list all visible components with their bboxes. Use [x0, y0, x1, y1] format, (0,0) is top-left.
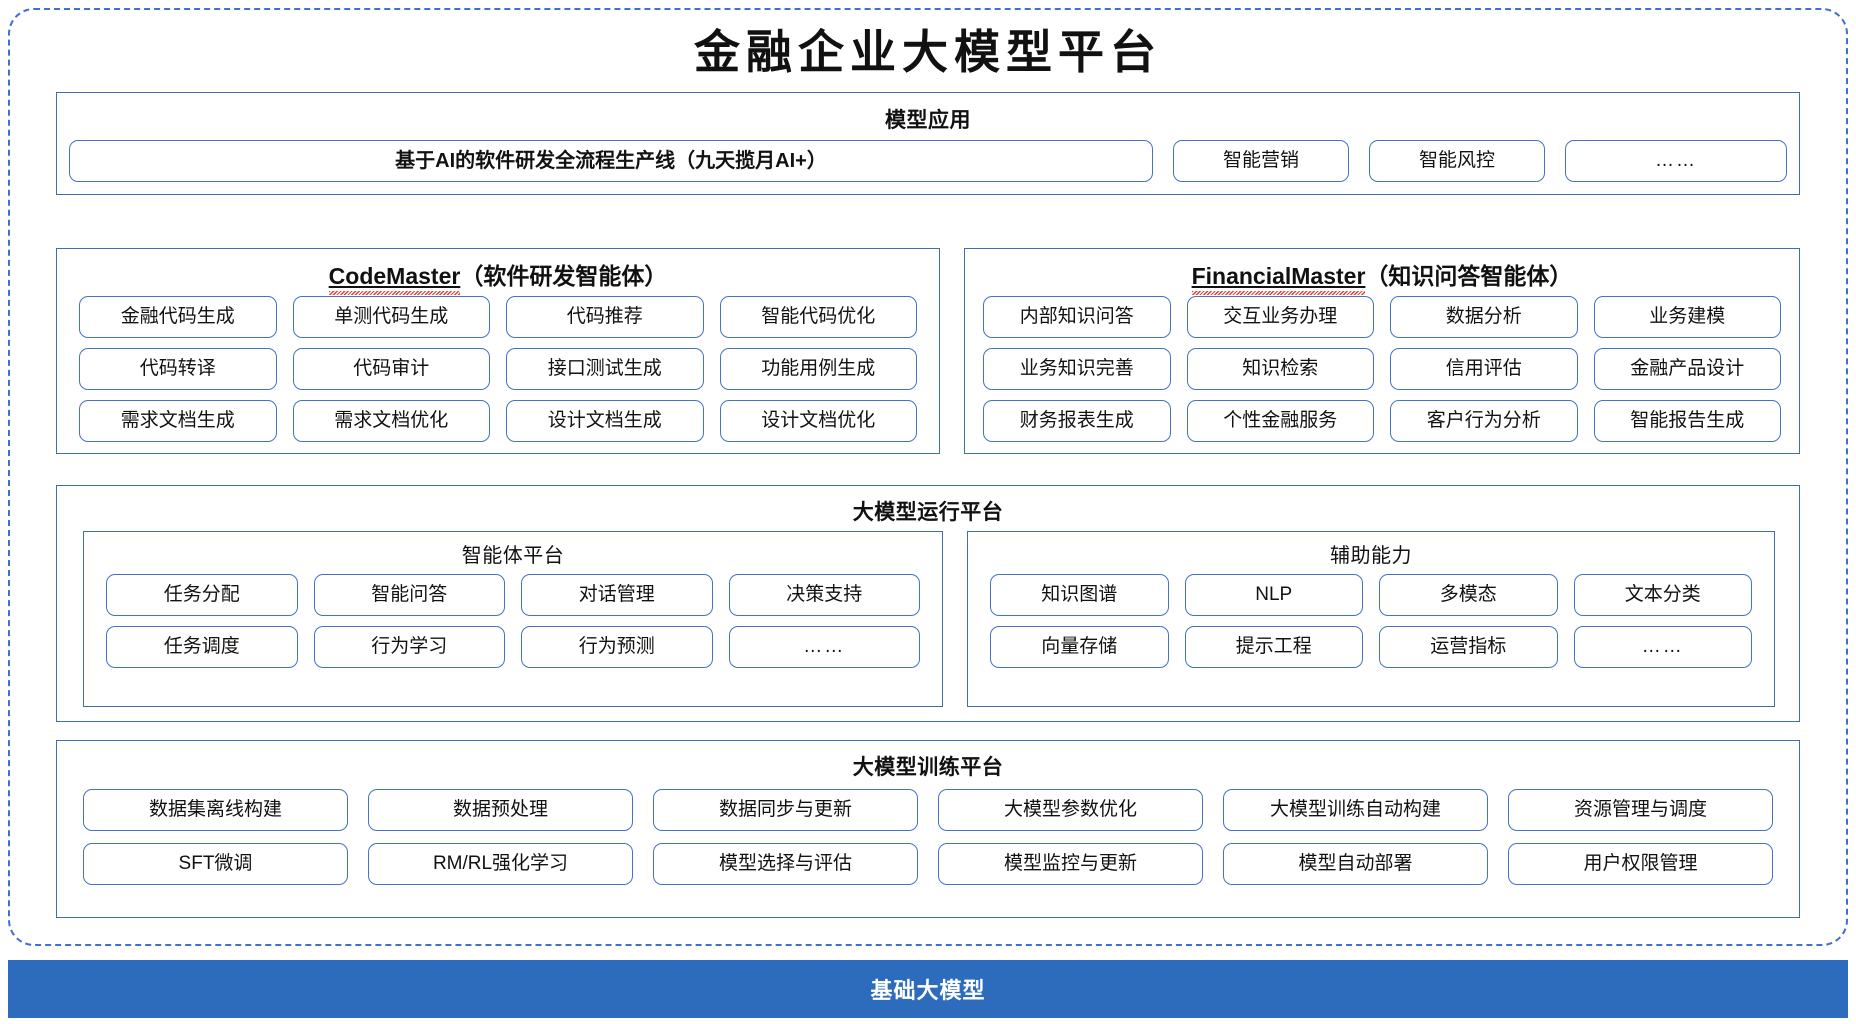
chip-training-item[interactable]: 模型选择与评估 — [653, 843, 918, 885]
chip-auxiliary-item[interactable]: 提示工程 — [1184, 626, 1363, 668]
panel-financialmaster-title: FinancialMaster（知识问答智能体） — [965, 257, 1799, 295]
chip-training-item[interactable]: 模型监控与更新 — [938, 843, 1203, 885]
panel-training-platform-title: 大模型训练平台 — [852, 756, 1004, 779]
chip-auxiliary-item[interactable]: 知识图谱 — [990, 574, 1169, 616]
model-application-row: 基于AI的软件研发全流程生产线（九天揽月AI+） 智能营销 智能风控 …… — [69, 140, 1787, 182]
chip-financialmaster-item[interactable]: 知识检索 — [1186, 348, 1374, 390]
subpanel-auxiliary-capability: 辅助能力 知识图谱 NLP 多模态 文本分类 向量存储 提示工程 运营指标 …… — [967, 531, 1775, 707]
chip-codemaster-item[interactable]: 功能用例生成 — [719, 348, 917, 390]
panel-model-application: 模型应用 基于AI的软件研发全流程生产线（九天揽月AI+） 智能营销 智能风控 … — [56, 92, 1800, 195]
panel-training-platform: 大模型训练平台 数据集离线构建 数据预处理 数据同步与更新 大模型参数优化 大模… — [56, 740, 1800, 918]
chip-financialmaster-item[interactable]: 个性金融服务 — [1186, 400, 1374, 442]
subpanel-agent-platform-title: 智能体平台 — [461, 545, 565, 567]
chip-smart-marketing[interactable]: 智能营销 — [1173, 140, 1349, 182]
chip-training-item[interactable]: SFT微调 — [83, 843, 348, 885]
base-model-label: 基础大模型 — [870, 978, 986, 1003]
chip-model-application-more[interactable]: …… — [1565, 140, 1787, 182]
chip-agent-platform-item[interactable]: 行为预测 — [521, 626, 713, 668]
chip-training-item[interactable]: RM/RL强化学习 — [368, 843, 633, 885]
chip-auxiliary-more[interactable]: …… — [1573, 626, 1752, 668]
chip-codemaster-item[interactable]: 代码审计 — [292, 348, 490, 390]
page-title: 金融企业大模型平台 — [694, 27, 1162, 78]
chip-training-item[interactable]: 模型自动部署 — [1223, 843, 1488, 885]
chip-training-item[interactable]: 数据同步与更新 — [653, 789, 918, 831]
panel-runtime-platform-title: 大模型运行平台 — [852, 501, 1004, 524]
chip-auxiliary-item[interactable]: 多模态 — [1379, 574, 1558, 616]
chip-codemaster-item[interactable]: 代码转译 — [79, 348, 277, 390]
chip-codemaster-item[interactable]: 金融代码生成 — [79, 296, 277, 338]
panel-codemaster: CodeMaster（软件研发智能体） 金融代码生成 单测代码生成 代码推荐 智… — [56, 248, 940, 454]
base-model-band: 基础大模型 — [8, 960, 1848, 1018]
chip-smart-risk-control[interactable]: 智能风控 — [1369, 140, 1545, 182]
chip-agent-platform-more[interactable]: …… — [728, 626, 920, 668]
chip-training-item[interactable]: 资源管理与调度 — [1508, 789, 1773, 831]
subpanel-agent-platform: 智能体平台 任务分配 智能问答 对话管理 决策支持 任务调度 行为学习 行为预测… — [83, 531, 943, 707]
financialmaster-items-grid: 内部知识问答 交互业务办理 数据分析 业务建模 业务知识完善 知识检索 信用评估… — [983, 296, 1781, 442]
chip-agent-platform-item[interactable]: 对话管理 — [521, 574, 713, 616]
chip-auxiliary-item[interactable]: 文本分类 — [1573, 574, 1752, 616]
chip-codemaster-item[interactable]: 接口测试生成 — [506, 348, 704, 390]
financialmaster-name-cn: （知识问答智能体） — [1365, 263, 1573, 289]
chip-financialmaster-item[interactable]: 信用评估 — [1390, 348, 1578, 390]
chip-financialmaster-item[interactable]: 智能报告生成 — [1593, 400, 1781, 442]
chip-codemaster-item[interactable]: 智能代码优化 — [719, 296, 917, 338]
panel-codemaster-title: CodeMaster（软件研发智能体） — [57, 257, 939, 295]
chip-agent-platform-item[interactable]: 决策支持 — [728, 574, 920, 616]
outer-dashed-frame — [8, 8, 1848, 946]
chip-financialmaster-item[interactable]: 数据分析 — [1390, 296, 1578, 338]
financialmaster-name-en: FinancialMaster — [1191, 263, 1366, 295]
chip-training-item[interactable]: 数据集离线构建 — [83, 789, 348, 831]
chip-auxiliary-item[interactable]: NLP — [1184, 574, 1363, 616]
chip-codemaster-item[interactable]: 单测代码生成 — [292, 296, 490, 338]
chip-financialmaster-item[interactable]: 业务知识完善 — [983, 348, 1171, 390]
chip-codemaster-item[interactable]: 需求文档生成 — [79, 400, 277, 442]
chip-codemaster-item[interactable]: 设计文档生成 — [506, 400, 704, 442]
chip-training-item[interactable]: 数据预处理 — [368, 789, 633, 831]
codemaster-items-grid: 金融代码生成 单测代码生成 代码推荐 智能代码优化 代码转译 代码审计 接口测试… — [79, 296, 917, 442]
chip-training-item[interactable]: 大模型参数优化 — [938, 789, 1203, 831]
chip-ai-sdlc-pipeline[interactable]: 基于AI的软件研发全流程生产线（九天揽月AI+） — [69, 140, 1153, 182]
chip-agent-platform-item[interactable]: 任务分配 — [106, 574, 298, 616]
auxiliary-capability-items-grid: 知识图谱 NLP 多模态 文本分类 向量存储 提示工程 运营指标 …… — [990, 574, 1752, 668]
panel-model-application-title: 模型应用 — [885, 109, 971, 132]
codemaster-name-cn: （软件研发智能体） — [460, 263, 668, 289]
chip-training-item[interactable]: 大模型训练自动构建 — [1223, 789, 1488, 831]
training-platform-items-grid: 数据集离线构建 数据预处理 数据同步与更新 大模型参数优化 大模型训练自动构建 … — [83, 789, 1773, 885]
panel-runtime-platform: 大模型运行平台 智能体平台 任务分配 智能问答 对话管理 决策支持 任务调度 行… — [56, 485, 1800, 722]
chip-training-item[interactable]: 用户权限管理 — [1508, 843, 1773, 885]
agent-platform-items-grid: 任务分配 智能问答 对话管理 决策支持 任务调度 行为学习 行为预测 …… — [106, 574, 920, 668]
chip-financialmaster-item[interactable]: 财务报表生成 — [983, 400, 1171, 442]
chip-codemaster-item[interactable]: 代码推荐 — [506, 296, 704, 338]
codemaster-name-en: CodeMaster — [328, 263, 461, 295]
chip-agent-platform-item[interactable]: 行为学习 — [313, 626, 505, 668]
chip-codemaster-item[interactable]: 设计文档优化 — [719, 400, 917, 442]
panel-financialmaster: FinancialMaster（知识问答智能体） 内部知识问答 交互业务办理 数… — [964, 248, 1800, 454]
chip-financialmaster-item[interactable]: 金融产品设计 — [1593, 348, 1781, 390]
chip-financialmaster-item[interactable]: 客户行为分析 — [1390, 400, 1578, 442]
chip-agent-platform-item[interactable]: 智能问答 — [313, 574, 505, 616]
chip-auxiliary-item[interactable]: 向量存储 — [990, 626, 1169, 668]
chip-agent-platform-item[interactable]: 任务调度 — [106, 626, 298, 668]
chip-financialmaster-item[interactable]: 交互业务办理 — [1186, 296, 1374, 338]
chip-financialmaster-item[interactable]: 内部知识问答 — [983, 296, 1171, 338]
subpanel-auxiliary-capability-title: 辅助能力 — [1330, 545, 1412, 567]
chip-financialmaster-item[interactable]: 业务建模 — [1593, 296, 1781, 338]
chip-codemaster-item[interactable]: 需求文档优化 — [292, 400, 490, 442]
chip-auxiliary-item[interactable]: 运营指标 — [1379, 626, 1558, 668]
